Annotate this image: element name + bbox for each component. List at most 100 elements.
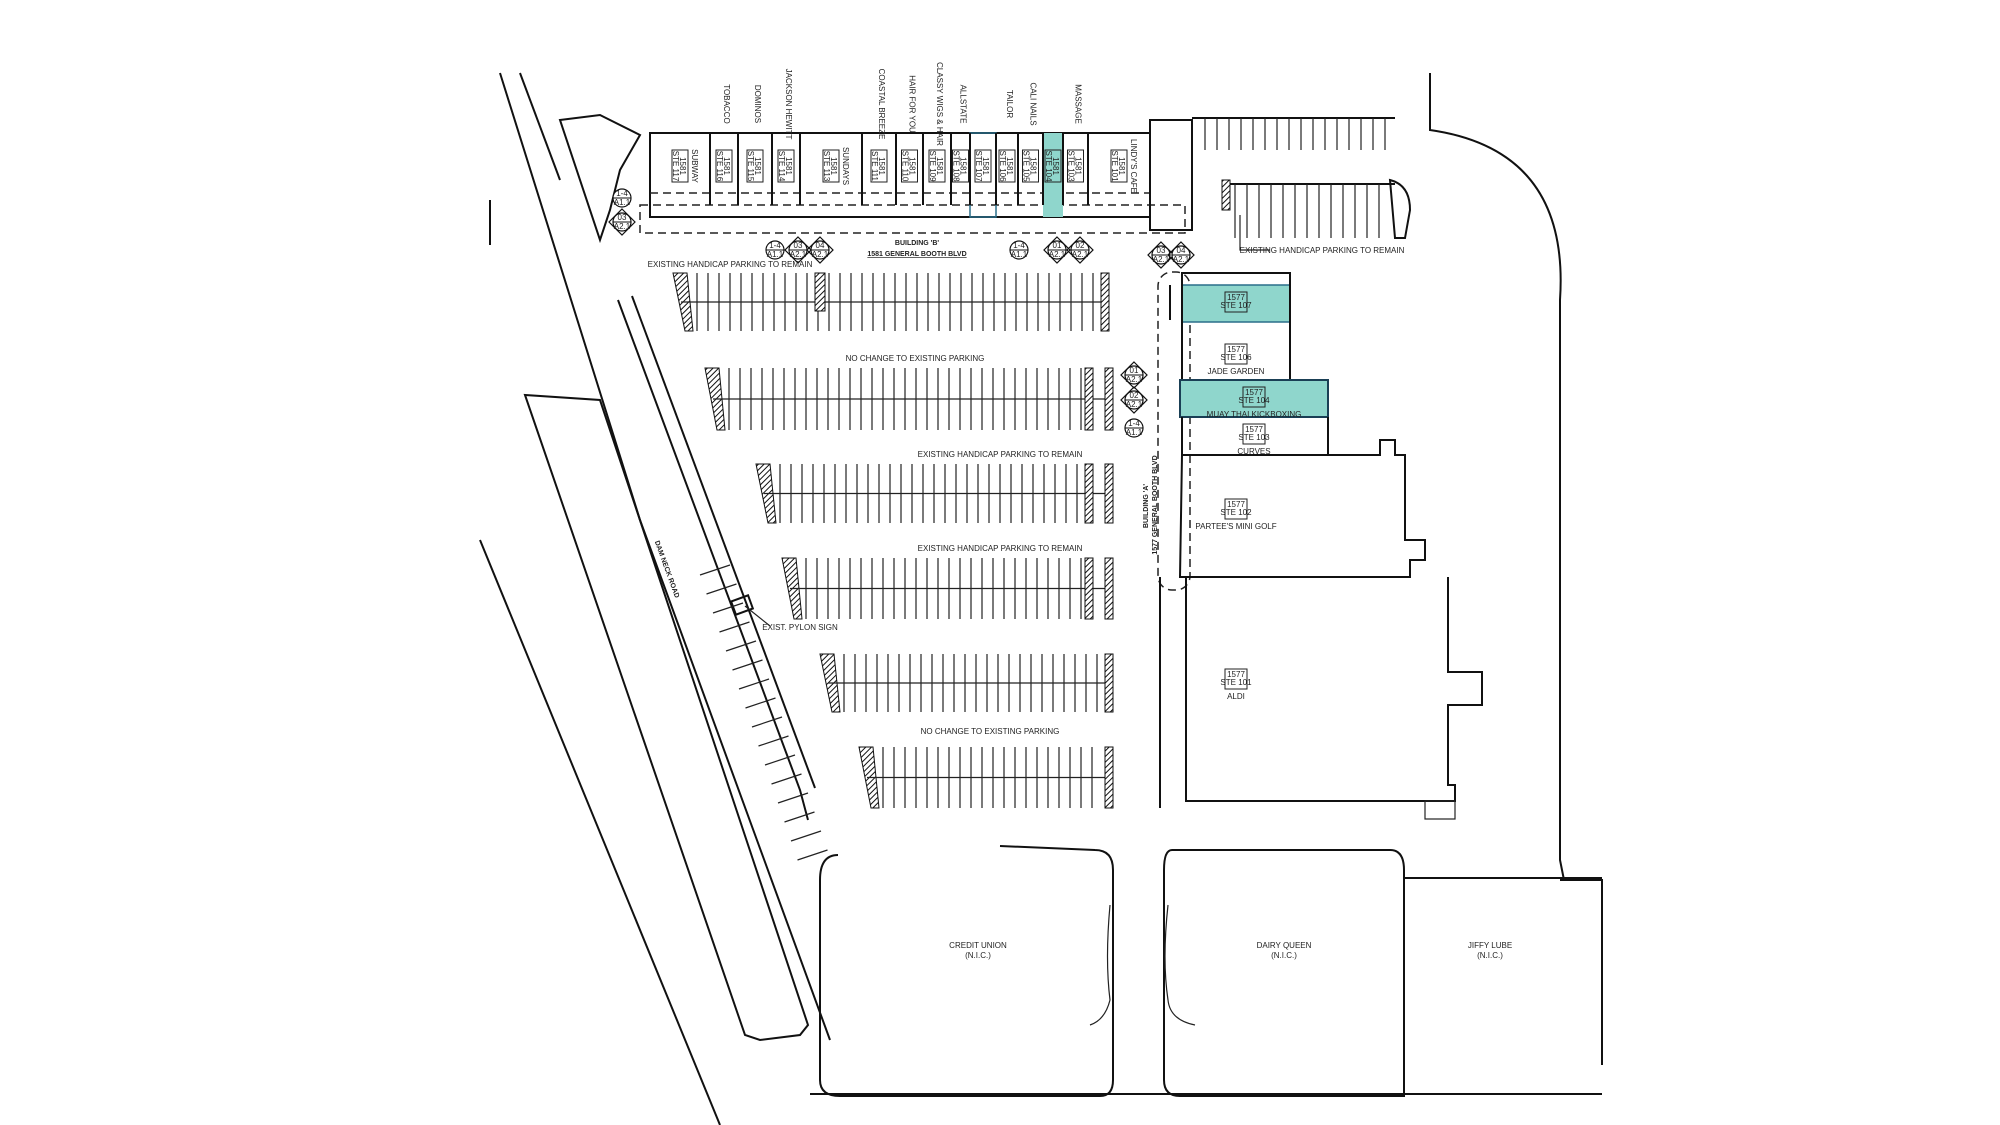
unit-tag bbox=[1110, 149, 1128, 183]
building-b-address: 1581 GENERAL BOOTH BLVD bbox=[867, 251, 966, 258]
tenant-label: HAIR FOR YOU bbox=[908, 75, 917, 133]
tenant-label: TOBACCO bbox=[722, 84, 731, 123]
pad-dairy-queen[interactable]: DAIRY QUEEN (N.I.C.) bbox=[1257, 941, 1312, 960]
detail-callout[interactable]: 1-4A1.1 bbox=[1009, 240, 1029, 260]
tenant-label: CLASSY WIGS & HAIR bbox=[935, 62, 944, 146]
unit-number: 1581STE 103 bbox=[1067, 150, 1083, 182]
svg-text:04: 04 bbox=[1177, 246, 1186, 255]
unit-suite: STE 104 bbox=[1238, 396, 1270, 405]
svg-text:1-4: 1-4 bbox=[1013, 241, 1025, 250]
parking-field bbox=[672, 272, 1114, 809]
parking-row-4 bbox=[781, 557, 1114, 620]
svg-text:01: 01 bbox=[1130, 366, 1139, 375]
unit-tag bbox=[746, 149, 764, 183]
tenant-label: ALDI bbox=[1227, 692, 1245, 701]
svg-text:A1.1: A1.1 bbox=[767, 250, 784, 259]
svg-text:A1.1: A1.1 bbox=[614, 198, 631, 207]
unit-number: 1581STE 107 bbox=[974, 150, 990, 182]
handicap-note-row3: EXISTING HANDICAP PARKING TO REMAIN bbox=[918, 450, 1083, 459]
tenant-label: TAILOR bbox=[1005, 90, 1014, 119]
svg-text:A2.1: A2.1 bbox=[1072, 250, 1089, 259]
unit-tag bbox=[1067, 149, 1084, 183]
outparcels bbox=[819, 845, 1602, 1097]
tenant-label: COASTAL BREEZE bbox=[877, 69, 886, 140]
island bbox=[1104, 653, 1114, 713]
parking-row-5 bbox=[819, 653, 1114, 713]
unit-tag bbox=[1224, 291, 1248, 313]
svg-text:A2.1: A2.1 bbox=[1126, 400, 1143, 409]
roads bbox=[479, 72, 1603, 1125]
unit-tag bbox=[1044, 149, 1062, 183]
handicap-note-row4: EXISTING HANDICAP PARKING TO REMAIN bbox=[918, 544, 1083, 553]
unit-tag bbox=[1224, 668, 1248, 690]
svg-text:A2.1: A2.1 bbox=[790, 250, 807, 259]
pad-credit-union[interactable]: CREDIT UNION (N.I.C.) bbox=[949, 941, 1007, 960]
unit-a-104-highlight[interactable] bbox=[1179, 379, 1329, 418]
unit-number: 1581STE 105 bbox=[1022, 150, 1038, 182]
island bbox=[1100, 272, 1110, 332]
handicap-aisle bbox=[1084, 367, 1094, 431]
svg-text:02: 02 bbox=[1130, 391, 1139, 400]
unit-number: 1577 bbox=[1227, 293, 1245, 302]
unit-tag bbox=[998, 149, 1016, 183]
detail-callout[interactable]: 1-4A1.1 bbox=[1124, 418, 1144, 438]
tenant-label: ALLSTATE bbox=[959, 85, 968, 124]
unit-b-104[interactable]: 1581STE 104 bbox=[1042, 133, 1063, 217]
island bbox=[1104, 746, 1114, 809]
svg-text:01: 01 bbox=[1053, 241, 1062, 250]
unit-tag bbox=[1022, 149, 1039, 183]
building-a: BUILDING 'A' 1577 GENERAL BOOTH BLVD 157… bbox=[1143, 271, 1483, 820]
unit-suite: STE 101 bbox=[1220, 678, 1252, 687]
tenant-label: PARTEE'S MINI GOLF bbox=[1195, 522, 1276, 531]
unit-suite: STE 106 bbox=[1220, 353, 1252, 362]
no-change-note-row1: NO CHANGE TO EXISTING PARKING bbox=[846, 354, 985, 363]
no-change-note-row5: NO CHANGE TO EXISTING PARKING bbox=[921, 727, 1060, 736]
tenant-label: MUAY THAI KICKBOXING bbox=[1207, 410, 1302, 419]
tenant-label: JACKSON HEWITT bbox=[784, 69, 793, 140]
svg-text:A2.1: A2.1 bbox=[1153, 255, 1170, 264]
detail-callout[interactable]: 1-4A1.1 bbox=[765, 240, 785, 260]
pad-jiffy-lube[interactable]: JIFFY LUBE (N.I.C.) bbox=[1468, 941, 1512, 960]
unit-suite: STE 107 bbox=[1220, 301, 1252, 310]
unit-tag bbox=[952, 149, 969, 183]
unit-number: 1581STE 113 bbox=[822, 151, 838, 182]
detail-callout[interactable]: 1-4A1.1 bbox=[612, 188, 632, 208]
handicap-note-row1: EXISTING HANDICAP PARKING TO REMAIN bbox=[648, 260, 813, 269]
unit-highlight bbox=[1043, 133, 1063, 217]
unit-tag bbox=[822, 149, 840, 183]
island bbox=[1104, 557, 1114, 620]
road-parking-stalls bbox=[699, 564, 828, 861]
parking-row-2 bbox=[704, 367, 1114, 431]
unit-number: 1581STE 117 bbox=[671, 151, 687, 182]
